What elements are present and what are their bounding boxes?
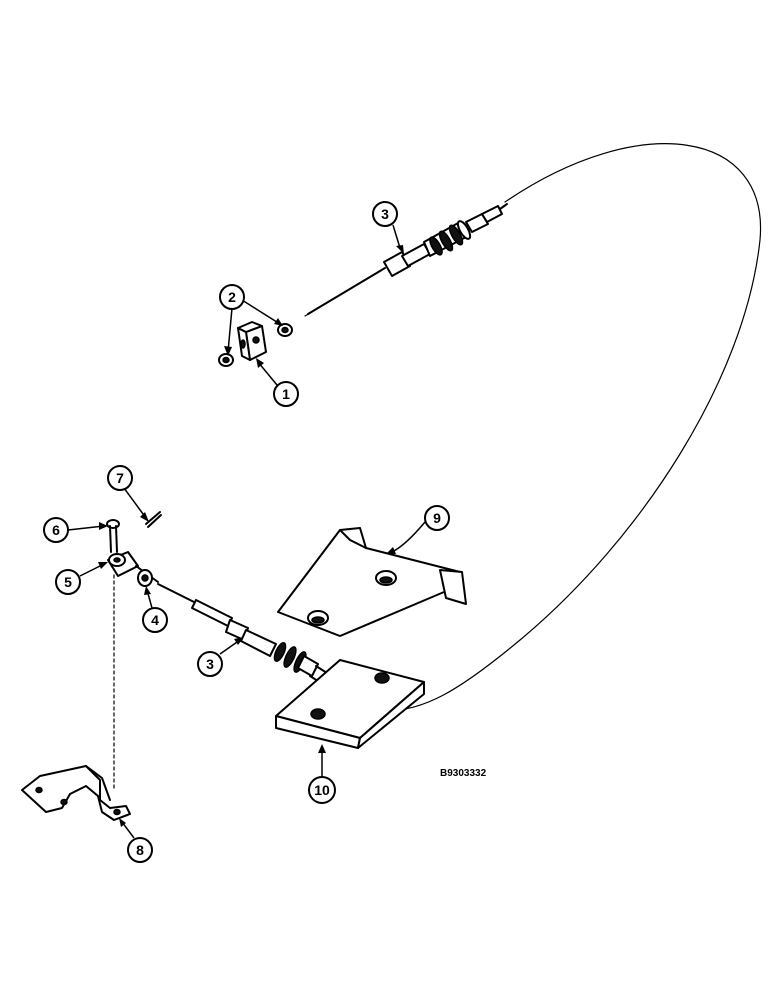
svg-text:7: 7 bbox=[116, 470, 124, 486]
callout-6: 6 bbox=[43, 517, 108, 543]
callout-10: 10 bbox=[308, 744, 336, 804]
svg-text:4: 4 bbox=[151, 612, 159, 628]
svg-text:10: 10 bbox=[314, 782, 330, 798]
cable-loop bbox=[377, 143, 762, 712]
callout-3-upper: 3 bbox=[372, 201, 404, 254]
callout-2: 2 bbox=[219, 284, 283, 356]
jam-nut bbox=[137, 569, 153, 587]
svg-text:2: 2 bbox=[228, 289, 236, 305]
svg-text:9: 9 bbox=[433, 510, 441, 526]
cotter-pin bbox=[145, 511, 162, 528]
nut-left bbox=[218, 353, 234, 367]
clevis-yoke bbox=[107, 551, 159, 583]
svg-text:3: 3 bbox=[381, 206, 389, 222]
mounting-plate bbox=[277, 527, 467, 637]
clevis-pin bbox=[106, 519, 120, 553]
lower-bracket bbox=[21, 765, 131, 821]
callout-3-lower: 3 bbox=[197, 637, 244, 677]
callout-9: 9 bbox=[386, 505, 450, 554]
reference-code: B9303332 bbox=[440, 768, 487, 779]
svg-text:6: 6 bbox=[52, 522, 60, 538]
spacer-block bbox=[275, 659, 425, 749]
svg-text:1: 1 bbox=[282, 386, 290, 402]
svg-text:3: 3 bbox=[206, 656, 214, 672]
svg-text:8: 8 bbox=[136, 842, 144, 858]
upper-bracket-clamp bbox=[237, 321, 267, 361]
callout-5: 5 bbox=[55, 562, 108, 595]
callout-4: 4 bbox=[142, 586, 168, 633]
svg-text:5: 5 bbox=[64, 574, 72, 590]
upper-cable-assembly bbox=[304, 203, 508, 317]
lower-cable-assembly bbox=[157, 583, 380, 716]
callout-8: 8 bbox=[119, 818, 153, 863]
callout-7: 7 bbox=[107, 465, 149, 522]
callout-1: 1 bbox=[256, 358, 299, 407]
nut-right bbox=[277, 323, 293, 337]
